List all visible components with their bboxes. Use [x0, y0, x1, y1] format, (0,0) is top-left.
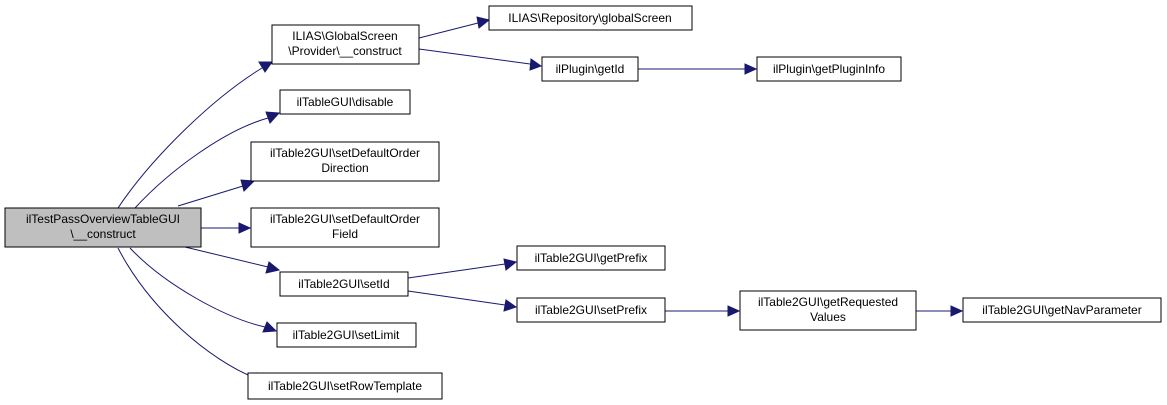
- node-table-disable[interactable]: ilTableGUI\disable: [279, 89, 411, 115]
- edge-plugin-get-id-to-plugin-get-info: [638, 63, 758, 75]
- node-table-disable-label: ilTableGUI\disable: [297, 95, 394, 109]
- edge-get-requested-values-to-get-nav-parameter: [916, 305, 964, 317]
- node-set-default-order-field[interactable]: ilTable2GUI\setDefaultOrder Field: [250, 207, 440, 248]
- nodes-layer: ilTestPassOverviewTableGUI \__construct …: [4, 5, 1162, 400]
- node-plugin-get-info-label: ilPlugin\getPluginInfo: [773, 62, 885, 76]
- edge-provider-construct-to-global-screen: [418, 16, 491, 39]
- edge-root-to-set-limit: [129, 247, 278, 333]
- edge-root-to-table-disable: [134, 111, 281, 209]
- node-get-requested-values[interactable]: ilTable2GUI\getRequested Values: [739, 290, 917, 331]
- node-get-prefix[interactable]: ilTable2GUI\getPrefix: [516, 245, 666, 271]
- node-set-default-order-field-line-1: ilTable2GUI\setDefaultOrder: [270, 212, 420, 226]
- node-root[interactable]: ilTestPassOverviewTableGUI \__construct: [4, 207, 202, 248]
- node-plugin-get-info[interactable]: ilPlugin\getPluginInfo: [756, 56, 902, 82]
- node-get-prefix-label: ilTable2GUI\getPrefix: [535, 251, 648, 265]
- edge-set-prefix-to-get-requested-values: [665, 305, 741, 317]
- node-global-screen-label: ILIAS\Repository\globalScreen: [508, 11, 671, 25]
- node-provider-construct-line-2: \Provider\__construct: [288, 44, 402, 58]
- node-set-default-order-direction-line-2: Direction: [321, 161, 368, 175]
- edge-set-id-to-set-prefix: [407, 290, 518, 312]
- node-global-screen[interactable]: ILIAS\Repository\globalScreen: [488, 5, 693, 31]
- edge-set-id-to-get-prefix: [407, 258, 518, 279]
- node-get-nav-parameter[interactable]: ilTable2GUI\getNavParameter: [962, 297, 1162, 323]
- edge-root-to-set-default-order-direction: [177, 179, 256, 207]
- node-plugin-get-id-label: ilPlugin\getId: [556, 62, 625, 76]
- node-set-default-order-direction-line-1: ilTable2GUI\setDefaultOrder: [270, 146, 420, 160]
- edge-root-to-set-default-order-field: [201, 222, 252, 234]
- node-set-limit[interactable]: ilTable2GUI\setLimit: [276, 322, 417, 348]
- edges-layer: [117, 16, 964, 384]
- node-set-default-order-field-line-2: Field: [332, 227, 358, 241]
- node-root-line-2: \__construct: [70, 227, 136, 241]
- node-set-default-order-direction[interactable]: ilTable2GUI\setDefaultOrder Direction: [250, 141, 440, 182]
- edge-provider-construct-to-plugin-get-id: [418, 48, 543, 71]
- edge-root-to-provider-construct: [117, 61, 273, 209]
- node-get-nav-parameter-label: ilTable2GUI\getNavParameter: [982, 303, 1141, 317]
- node-set-prefix[interactable]: ilTable2GUI\setPrefix: [516, 297, 666, 323]
- node-set-id[interactable]: ilTable2GUI\setId: [279, 271, 409, 297]
- node-set-id-label: ilTable2GUI\setId: [298, 277, 389, 291]
- node-set-row-template[interactable]: ilTable2GUI\setRowTemplate: [247, 372, 443, 400]
- edge-root-to-set-id: [184, 246, 281, 274]
- node-provider-construct-line-1: ILIAS\GlobalScreen: [292, 29, 397, 43]
- node-set-prefix-label: ilTable2GUI\setPrefix: [535, 303, 647, 317]
- node-get-requested-values-line-2: Values: [810, 310, 846, 324]
- node-set-row-template-label: ilTable2GUI\setRowTemplate: [268, 379, 422, 393]
- edge-root-to-set-row-template: [117, 247, 268, 384]
- node-set-limit-label: ilTable2GUI\setLimit: [293, 328, 400, 342]
- node-provider-construct[interactable]: ILIAS\GlobalScreen \Provider\__construct: [271, 24, 420, 65]
- node-get-requested-values-line-1: ilTable2GUI\getRequested: [758, 295, 898, 309]
- node-root-line-1: ilTestPassOverviewTableGUI: [26, 212, 180, 226]
- node-plugin-get-id[interactable]: ilPlugin\getId: [541, 56, 639, 82]
